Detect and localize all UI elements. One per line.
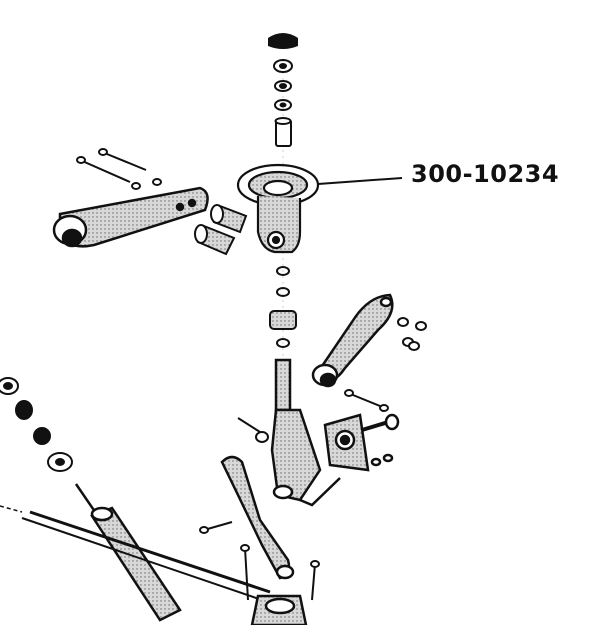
lower-nut-stack — [269, 266, 297, 348]
lower-arm-link — [220, 455, 295, 580]
bump-cap — [268, 33, 298, 49]
steering-arm — [311, 293, 394, 388]
top-nut-stack — [273, 59, 293, 111]
upper-arm-bolts — [76, 148, 162, 190]
lower-hub — [250, 594, 308, 625]
spindle-pin — [237, 417, 269, 443]
callout-leader-line — [317, 177, 403, 185]
spindle-knuckle — [270, 358, 341, 507]
left-washer-stack — [0, 377, 73, 472]
tie-rod — [21, 510, 271, 601]
spindle-bolt — [344, 389, 389, 412]
upper-control-arm — [52, 186, 209, 248]
arm-bushings — [194, 204, 248, 256]
steering-arm-nuts — [397, 317, 427, 351]
leader-dash-left — [0, 505, 23, 513]
sleeve-bushing — [274, 117, 292, 147]
lower-bolts — [199, 521, 320, 601]
hub-plate — [323, 413, 400, 472]
upper-spring-seat — [236, 163, 320, 254]
part-number-label: 300-10234 — [411, 160, 560, 188]
shock-absorber — [74, 483, 182, 622]
